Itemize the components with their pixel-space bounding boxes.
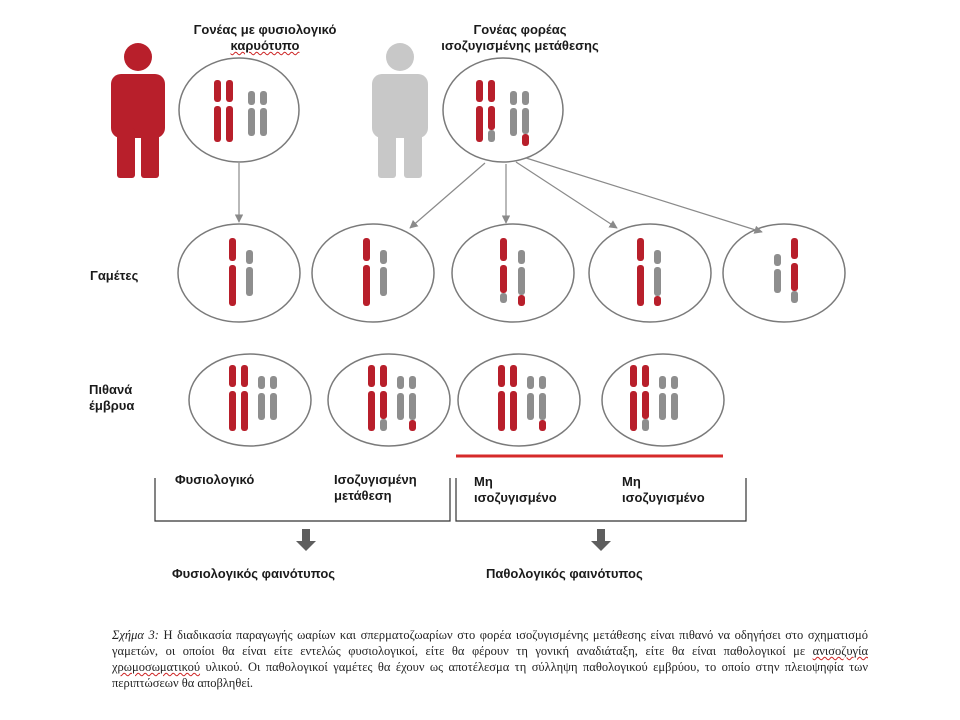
chromosomes-embryo-1 xyxy=(229,365,277,431)
chromosomes-gamete-2 xyxy=(363,238,387,306)
chromosomes-gamete-1 xyxy=(229,238,253,306)
cell-gamete-3 xyxy=(451,223,575,323)
cell-gamete-4 xyxy=(588,223,712,323)
label-phenotype-normal: Φυσιολογικός φαινότυπος xyxy=(172,566,336,581)
label-embryos: Πιθανά έμβρυα xyxy=(89,382,135,413)
chromosomes-gamete-4 xyxy=(637,238,661,306)
cell-embryo-1 xyxy=(188,353,312,447)
arrow-to-gamete-5 xyxy=(525,157,763,234)
chromosomes-embryo-4 xyxy=(630,365,678,431)
down-arrow-normal xyxy=(296,529,316,551)
chromosomes-embryo-3 xyxy=(498,365,546,431)
bracket-unbalanced-group xyxy=(455,478,747,522)
arrow-to-gamete-4 xyxy=(515,161,618,229)
label-outcome-balanced: Ισοζυγισμένη μετάθεση xyxy=(334,472,417,503)
caption-prefix: Σχήμα 3: xyxy=(112,628,159,642)
caption-underlined-text: ανισοζυγία χρωμοσωματικού xyxy=(112,644,868,674)
label-parent-normal: Γονέας με φυσιολογικό καρυότυπο xyxy=(193,22,337,53)
cell-gamete-5 xyxy=(722,223,846,323)
label-outcome-unbalanced-1: Μη ισοζυγισμένο xyxy=(474,474,557,505)
parent-normal-figure xyxy=(111,43,165,178)
cell-embryo-3 xyxy=(457,353,581,447)
cell-parent-carrier xyxy=(442,57,564,163)
cell-embryo-2 xyxy=(327,353,451,447)
label-gametes: Γαμέτες xyxy=(90,268,139,283)
caption-text-2: υλικού. Οι παθολογικοί γαμέτες θα έχουν … xyxy=(112,660,868,690)
cell-parent-normal xyxy=(178,57,300,163)
label-outcome-normal: Φυσιολογικό xyxy=(175,472,255,487)
chromosomes-gamete-5 xyxy=(774,238,798,303)
cell-embryo-4 xyxy=(601,353,725,447)
chromosomes-embryo-2 xyxy=(368,365,416,431)
figure-caption: Σχήμα 3: Η διαδικασία παραγωγής ωαρίων κ… xyxy=(112,627,868,691)
caption-text-1: Η διαδικασία παραγωγής ωαρίων και σπερμα… xyxy=(112,628,868,658)
chromosomes-parent-carrier xyxy=(476,80,529,146)
down-arrow-pathological xyxy=(591,529,611,551)
label-outcome-unbalanced-2: Μη ισοζυγισμένο xyxy=(622,474,705,505)
label-parent-carrier: Γονέας φορέας ισοζυγισμένης μετάθεσης xyxy=(441,22,599,53)
parent-carrier-figure xyxy=(372,43,428,178)
cell-gamete-2 xyxy=(311,223,435,323)
bracket-normal-group xyxy=(154,478,451,522)
chromosomes-parent-normal xyxy=(214,80,267,142)
arrow-to-gamete-2 xyxy=(409,162,486,229)
cell-gamete-1 xyxy=(177,223,301,323)
label-phenotype-pathological: Παθολογικός φαινότυπος xyxy=(486,566,643,581)
chromosomes-gamete-3 xyxy=(500,238,525,306)
